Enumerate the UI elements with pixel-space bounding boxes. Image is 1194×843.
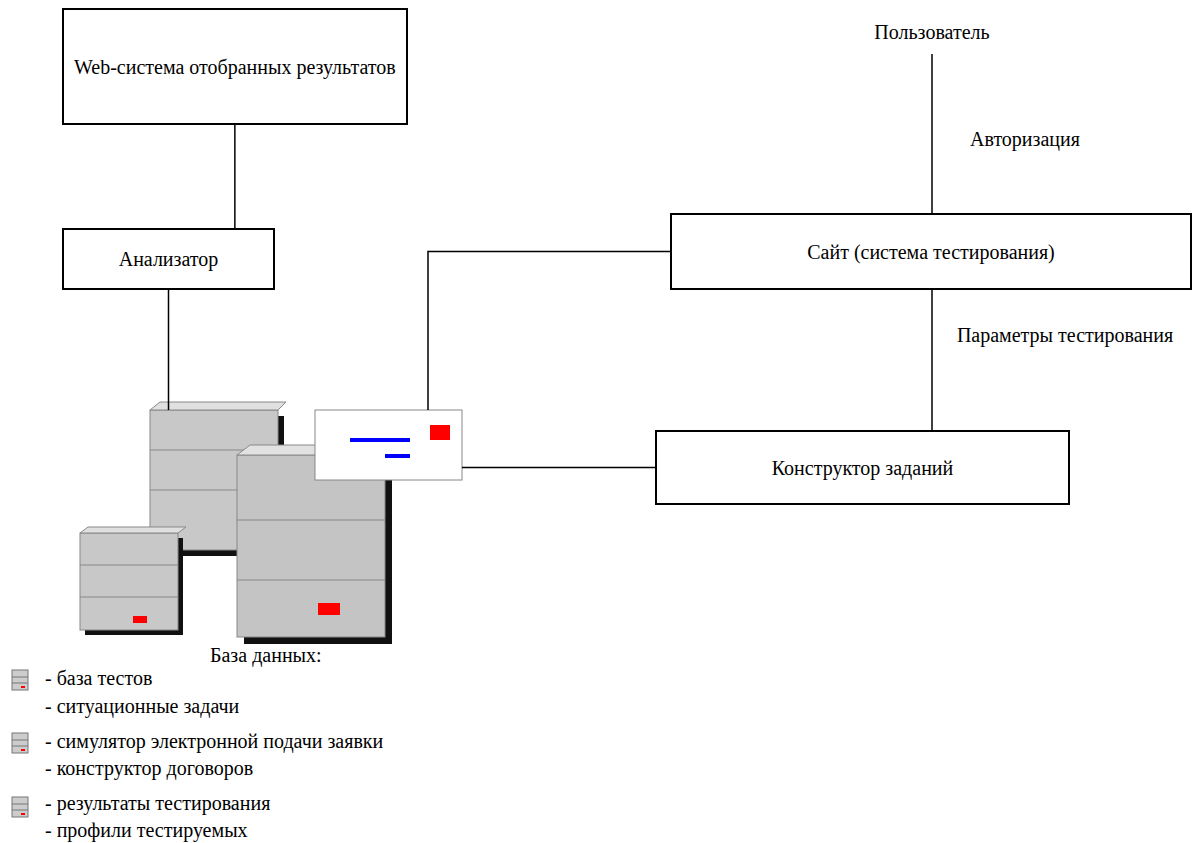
list-item: - база тестов xyxy=(45,665,152,691)
node-text: Анализатор xyxy=(119,246,219,272)
edge-label: Параметры тестирования xyxy=(950,322,1180,348)
process-box: Анализатор xyxy=(62,228,275,290)
network-panel xyxy=(315,410,462,480)
database-group: База данных: - база тестов- ситуационные … xyxy=(8,410,462,835)
edge-label: Авторизация xyxy=(970,126,1080,152)
list-item: - ситуационные задачи xyxy=(45,693,239,719)
system-box: Web-система отобранных результатов xyxy=(62,8,408,125)
node-text: Пользователь xyxy=(874,19,989,45)
list-item: - профили тестируемых xyxy=(45,817,248,843)
node-text: Web-система отобранных результатов xyxy=(74,54,396,80)
connector-line xyxy=(428,252,670,411)
connector-line xyxy=(931,54,933,213)
connector-line xyxy=(931,290,933,430)
list-item: - конструктор договоров xyxy=(45,755,253,781)
connector-line xyxy=(462,467,655,469)
list-icons xyxy=(12,670,28,817)
node-text: Конструктор заданий xyxy=(772,455,954,481)
list-item: - симулятор электронной подачи заявки xyxy=(45,728,383,754)
group-heading: База данных: xyxy=(210,642,322,668)
actor-label: Пользователь xyxy=(820,14,1044,50)
server-small xyxy=(80,527,186,635)
connector-line xyxy=(168,290,170,410)
system-box: Сайт (система тестирования) xyxy=(670,213,1192,290)
node-text: Сайт (система тестирования) xyxy=(807,239,1055,265)
connector-line xyxy=(234,125,236,228)
list-item: - результаты тестирования xyxy=(45,790,270,816)
process-box: Конструктор заданий xyxy=(655,430,1070,505)
